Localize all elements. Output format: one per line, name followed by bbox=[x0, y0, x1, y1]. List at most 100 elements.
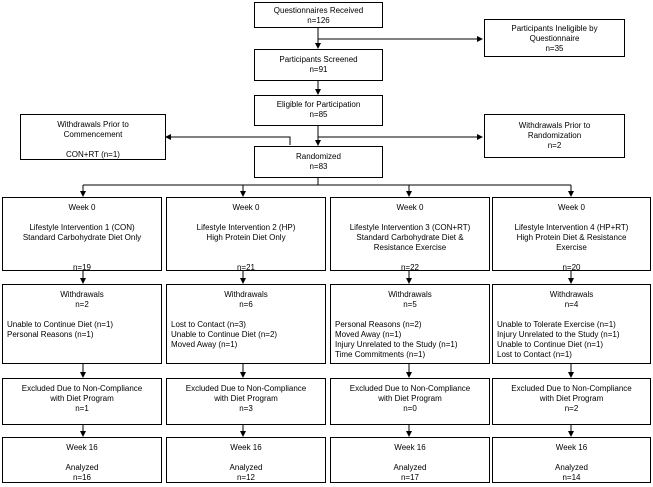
box-count: n=83 bbox=[309, 162, 328, 171]
withdrawals-title: Withdrawals bbox=[388, 290, 432, 299]
arm-name: Lifestyle Intervention 2 (HP) bbox=[196, 223, 296, 232]
withdrawal-reason: Injury Unrelated to the Study (n=1) bbox=[497, 330, 620, 339]
arm-count: n=22 bbox=[400, 263, 420, 272]
arm-desc-line-1: High Protein Diet Only bbox=[206, 233, 286, 242]
analyzed-label: Analyzed bbox=[229, 463, 263, 472]
arm-4-withdrawals-box: Withdrawals n=4 Unable to Tolerate Exerc… bbox=[492, 284, 651, 364]
excluded-line-2: with Diet Program bbox=[50, 394, 114, 403]
withdrawal-reason: Unable to Tolerate Exercise (n=1) bbox=[497, 320, 616, 329]
arm-count: n=21 bbox=[236, 263, 256, 272]
withdrawal-reason: Personal Reasons (n=1) bbox=[7, 330, 94, 339]
arrow-to-withdrawals-commencement bbox=[165, 134, 291, 145]
participants-screened-box: Participants Screened n=91 bbox=[254, 49, 383, 81]
questionnaires-received-box: Questionnaires Received n=126 bbox=[254, 2, 383, 28]
excluded-count: n=1 bbox=[75, 404, 89, 413]
box-count: n=126 bbox=[307, 16, 330, 25]
arm-4-week16-box: Week 16 Analyzed n=14 bbox=[492, 437, 651, 483]
excluded-line-1: Excluded Due to Non-Compliance bbox=[349, 384, 471, 393]
arm-desc-line-1: Standard Carbohydrate Diet Only bbox=[22, 233, 142, 242]
box-title: Participants Screened bbox=[279, 55, 358, 64]
withdrawal-reason: Unable to Continue Diet (n=2) bbox=[171, 330, 278, 339]
box-title: Questionnaires Received bbox=[273, 6, 364, 15]
arm-count: n=20 bbox=[562, 263, 581, 272]
box-count: n=91 bbox=[309, 65, 328, 74]
arm-name: Lifestyle Intervention 3 (CON+RT) bbox=[349, 223, 471, 232]
week16-label: Week 16 bbox=[555, 443, 588, 452]
week0-label: Week 0 bbox=[396, 203, 424, 212]
withdrawals-title: Withdrawals bbox=[60, 290, 104, 299]
withdrawal-reason: Unable to Continue Diet (n=1) bbox=[7, 320, 114, 329]
excluded-line-1: Excluded Due to Non-Compliance bbox=[21, 384, 143, 393]
box-title: Randomized bbox=[296, 152, 341, 161]
arm-2-week16-box: Week 16 Analyzed n=12 bbox=[166, 437, 326, 483]
analyzed-count: n=16 bbox=[72, 473, 92, 482]
box-count: n=35 bbox=[545, 44, 564, 53]
box-title: Eligible for Participation bbox=[276, 100, 361, 109]
box-title-line-2: Questionnaire bbox=[529, 34, 580, 43]
withdrawals-count: n=4 bbox=[564, 300, 579, 309]
week0-label: Week 0 bbox=[558, 203, 585, 212]
excluded-line-2: with Diet Program bbox=[539, 394, 604, 403]
arm-2-withdrawals-box: Withdrawals n=6 Lost to Contact (n=3) Un… bbox=[166, 284, 326, 364]
box-title-line-1: Withdrawals Prior to bbox=[518, 121, 591, 130]
arm-desc-line-2 bbox=[7, 243, 157, 253]
arm-1-week16-box: Week 16 Analyzed n=16 bbox=[2, 437, 162, 483]
withdrawal-reason: Unable to Continue Diet (n=1) bbox=[497, 340, 604, 349]
analyzed-count: n=17 bbox=[400, 473, 420, 482]
ineligible-box: Participants Ineligible by Questionnaire… bbox=[484, 19, 625, 57]
withdrawal-reason: Moved Away (n=1) bbox=[171, 340, 238, 349]
week0-label: Week 0 bbox=[68, 203, 96, 212]
analyzed-count: n=14 bbox=[562, 473, 581, 482]
withdrawals-title: Withdrawals bbox=[224, 290, 268, 299]
box-title-line-1: Participants Ineligible by bbox=[511, 24, 598, 33]
arm-3-withdrawals-box: Withdrawals n=5 Personal Reasons (n=2) M… bbox=[330, 284, 490, 364]
excluded-count: n=3 bbox=[239, 404, 253, 413]
excluded-line-1: Excluded Due to Non-Compliance bbox=[511, 384, 632, 393]
box-count: n=2 bbox=[547, 141, 562, 150]
arm-desc-line-1: High Protein Diet & Resistance bbox=[516, 233, 627, 242]
withdrawal-reason: Time Commitments (n=1) bbox=[335, 350, 426, 359]
week16-label: Week 16 bbox=[394, 443, 426, 452]
withdrawal-reason: Injury Unrelated to the Study (n=1) bbox=[335, 340, 458, 349]
box-title-line-2: Commencement bbox=[63, 130, 123, 139]
arm-desc-line-2 bbox=[171, 243, 321, 253]
arm-desc-line-2: Exercise bbox=[556, 243, 587, 252]
excluded-line-1: Excluded Due to Non-Compliance bbox=[185, 384, 307, 393]
withdrawals-commencement-box: Withdrawals Prior to Commencement CON+RT… bbox=[20, 114, 166, 160]
withdrawals-title: Withdrawals bbox=[549, 290, 594, 299]
arm-3-week0-box: Week 0 Lifestyle Intervention 3 (CON+RT)… bbox=[330, 197, 490, 272]
arm-1-week0-box: Week 0 Lifestyle Intervention 1 (CON) St… bbox=[2, 197, 162, 272]
arm-name: Lifestyle Intervention 4 (HP+RT) bbox=[514, 223, 629, 232]
analyzed-label: Analyzed bbox=[65, 463, 99, 472]
analyzed-label: Analyzed bbox=[555, 463, 588, 472]
box-detail: CON+RT (n=1) bbox=[66, 150, 120, 159]
arm-4-week0-box: Week 0 Lifestyle Intervention 4 (HP+RT) … bbox=[492, 197, 651, 272]
randomized-box: Randomized n=83 bbox=[254, 146, 383, 178]
arm-desc-line-1: Standard Carbohydrate Diet & bbox=[356, 233, 464, 242]
arm-2-week0-box: Week 0 Lifestyle Intervention 2 (HP) Hig… bbox=[166, 197, 326, 272]
week0-label: Week 0 bbox=[232, 203, 260, 212]
excluded-count: n=0 bbox=[403, 404, 417, 413]
excluded-count: n=2 bbox=[564, 404, 579, 413]
withdrawals-count: n=6 bbox=[239, 300, 253, 309]
withdrawals-randomization-box: Withdrawals Prior to Randomization n=2 bbox=[484, 114, 625, 158]
excluded-line-2: with Diet Program bbox=[214, 394, 278, 403]
week16-label: Week 16 bbox=[230, 443, 262, 452]
withdrawal-reason: Personal Reasons (n=2) bbox=[335, 320, 422, 329]
analyzed-label: Analyzed bbox=[393, 463, 427, 472]
arm-1-withdrawals-box: Withdrawals n=2 Unable to Continue Diet … bbox=[2, 284, 162, 364]
withdrawal-reason: Moved Away (n=1) bbox=[335, 330, 402, 339]
eligible-box: Eligible for Participation n=85 bbox=[254, 95, 383, 126]
arm-desc-line-2: Resistance Exercise bbox=[373, 243, 447, 252]
withdrawals-count: n=5 bbox=[403, 300, 417, 309]
arm-name: Lifestyle Intervention 1 (CON) bbox=[29, 223, 135, 232]
withdrawal-reason: Lost to Contact (n=3) bbox=[171, 320, 246, 329]
withdrawal-reason: Lost to Contact (n=1) bbox=[497, 350, 572, 359]
analyzed-count: n=12 bbox=[236, 473, 256, 482]
box-title-line-1: Withdrawals Prior to bbox=[57, 120, 129, 129]
